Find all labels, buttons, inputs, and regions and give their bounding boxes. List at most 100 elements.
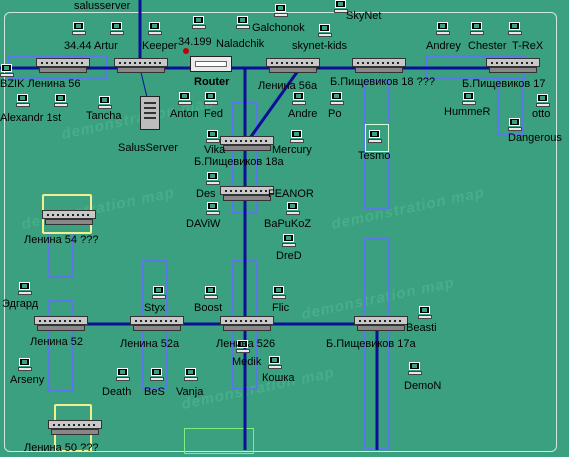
node-label: BeS bbox=[144, 386, 165, 398]
computer-icon[interactable] bbox=[152, 286, 166, 300]
hub-lenina50[interactable] bbox=[48, 420, 102, 436]
computer-icon[interactable] bbox=[110, 22, 124, 36]
router-device[interactable] bbox=[190, 56, 232, 72]
computer-icon[interactable] bbox=[268, 356, 282, 370]
map-frame bbox=[4, 12, 557, 452]
hub-label: Б.Пищевиков 18a bbox=[194, 156, 284, 168]
node-label: otto bbox=[532, 108, 551, 120]
server-label: SalusServer bbox=[118, 142, 178, 154]
node-label: Galchonok bbox=[252, 22, 305, 34]
hub-label: Б.Пищевиков 18 ??? bbox=[330, 76, 435, 88]
node-label: Keeper bbox=[142, 40, 178, 52]
computer-icon[interactable] bbox=[72, 22, 86, 36]
hub-lenina56[interactable] bbox=[36, 58, 90, 74]
hub-lenina54[interactable] bbox=[42, 210, 96, 226]
computer-icon[interactable] bbox=[16, 94, 30, 108]
computer-icon[interactable] bbox=[330, 92, 344, 106]
node-label: Vanja bbox=[176, 386, 204, 398]
node-label: salusserver bbox=[74, 0, 131, 12]
node-label: Death bbox=[102, 386, 132, 398]
computer-icon[interactable] bbox=[0, 64, 14, 78]
computer-icon[interactable] bbox=[192, 16, 206, 30]
hub-lenina52[interactable] bbox=[34, 316, 88, 332]
hub-lenina56a[interactable] bbox=[266, 58, 320, 74]
hub-keeper[interactable] bbox=[114, 58, 168, 74]
router-status-dot bbox=[183, 48, 189, 54]
computer-icon[interactable] bbox=[408, 362, 422, 376]
node-label: Styx bbox=[144, 302, 166, 314]
computer-icon[interactable] bbox=[204, 286, 218, 300]
computer-icon[interactable] bbox=[418, 306, 432, 320]
computer-icon[interactable] bbox=[98, 96, 112, 110]
node-label: HummeR bbox=[444, 106, 491, 118]
hub-label: FEANOR bbox=[268, 188, 314, 200]
hub-label: Ленина 56a bbox=[258, 80, 318, 92]
node-label: skynet-kids bbox=[292, 40, 348, 52]
node-label: Alexandr 1st bbox=[0, 112, 62, 124]
computer-icon[interactable] bbox=[204, 92, 218, 106]
computer-icon[interactable] bbox=[206, 130, 220, 144]
computer-icon[interactable] bbox=[272, 286, 286, 300]
computer-icon[interactable] bbox=[292, 92, 306, 106]
computer-icon[interactable] bbox=[178, 92, 192, 106]
hub-label: Б.Пищевиков 17a bbox=[326, 338, 416, 350]
computer-icon[interactable] bbox=[282, 234, 296, 248]
hub-label: Ленина 526 bbox=[216, 338, 276, 350]
computer-icon[interactable] bbox=[290, 130, 304, 144]
hub-pisch17a[interactable] bbox=[354, 316, 408, 332]
node-label: DreD bbox=[276, 250, 302, 262]
computer-icon[interactable] bbox=[508, 22, 522, 36]
node-label: 34.44 Artur bbox=[64, 40, 118, 52]
computer-icon[interactable] bbox=[206, 172, 220, 186]
computer-icon[interactable] bbox=[150, 368, 164, 382]
node-label: Andre bbox=[288, 108, 318, 120]
computer-icon[interactable] bbox=[18, 358, 32, 372]
selection-box[interactable] bbox=[184, 428, 254, 454]
computer-icon[interactable] bbox=[236, 340, 250, 354]
computer-icon[interactable] bbox=[318, 24, 332, 38]
node-label: DemoN bbox=[404, 380, 442, 392]
node-label: DAViW bbox=[186, 218, 221, 230]
computer-icon[interactable] bbox=[236, 16, 250, 30]
computer-icon[interactable] bbox=[508, 118, 522, 132]
hub-pisch18a[interactable] bbox=[220, 136, 274, 152]
node-label: T-ReX bbox=[512, 40, 544, 52]
node-label: Кошка bbox=[262, 372, 295, 384]
segment-panel bbox=[48, 300, 74, 392]
computer-icon[interactable] bbox=[470, 22, 484, 36]
node-label: SkyNet bbox=[346, 10, 382, 22]
hub-label: BZIK Ленина 56 bbox=[0, 78, 81, 90]
hub-lenina526[interactable] bbox=[220, 316, 274, 332]
hub-lenina52a[interactable] bbox=[130, 316, 184, 332]
hub-pisch18[interactable] bbox=[352, 58, 406, 74]
node-label: Medik bbox=[232, 356, 262, 368]
node-label: Эдгард bbox=[2, 298, 39, 310]
computer-icon[interactable] bbox=[274, 4, 288, 18]
node-label: Fed bbox=[204, 108, 223, 120]
hub-label: Ленина 50 ??? bbox=[24, 442, 99, 454]
computer-icon[interactable] bbox=[462, 92, 476, 106]
segment-panel bbox=[497, 78, 523, 136]
hub-label: Ленина 54 ??? bbox=[24, 234, 99, 246]
computer-icon[interactable] bbox=[54, 94, 68, 108]
salusserver-device[interactable] bbox=[140, 96, 160, 130]
node-label: Des bbox=[196, 188, 216, 200]
node-label: Andrey bbox=[426, 40, 461, 52]
computer-icon[interactable] bbox=[436, 22, 450, 36]
computer-icon[interactable] bbox=[286, 202, 300, 216]
node-label: Boost bbox=[194, 302, 223, 314]
computer-icon[interactable] bbox=[206, 202, 220, 216]
computer-icon[interactable] bbox=[116, 368, 130, 382]
hub-feanor[interactable] bbox=[220, 186, 274, 202]
computer-icon[interactable] bbox=[536, 94, 550, 108]
node-label: Naladchik bbox=[216, 38, 265, 50]
selection-tesmo bbox=[365, 124, 389, 152]
computer-icon[interactable] bbox=[148, 22, 162, 36]
node-label: BaPuKoZ bbox=[264, 218, 312, 230]
computer-icon[interactable] bbox=[334, 0, 348, 14]
hub-pisch17[interactable] bbox=[486, 58, 540, 74]
computer-icon[interactable] bbox=[184, 368, 198, 382]
computer-icon[interactable] bbox=[368, 130, 382, 144]
computer-icon[interactable] bbox=[18, 282, 32, 296]
